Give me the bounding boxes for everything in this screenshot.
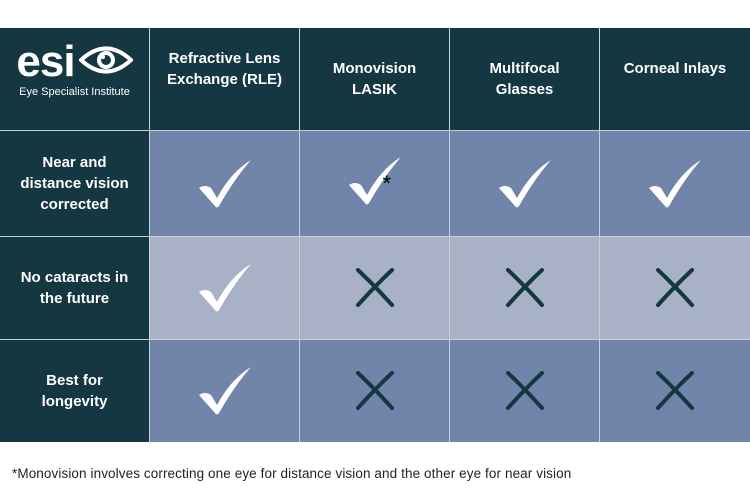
comparison-table: esi Eye Specialist Institute Refractive …	[0, 28, 750, 442]
cell-cross	[600, 237, 750, 340]
row-label-no-cataracts: No cataracts in the future	[0, 237, 150, 340]
cross-icon	[656, 268, 694, 307]
check-icon	[198, 159, 251, 207]
cell-cross	[450, 237, 600, 340]
cell-check	[150, 340, 300, 442]
cell-cross	[300, 340, 450, 442]
cell-check	[150, 131, 300, 237]
cell-check	[600, 131, 750, 237]
eye-icon	[77, 43, 134, 82]
asterisk-marker: *	[382, 171, 392, 196]
cell-check	[150, 237, 300, 340]
logo-cell: esi Eye Specialist Institute	[0, 28, 150, 131]
cell-cross	[450, 340, 600, 442]
row-label-longevity: Best for longevity	[0, 340, 150, 442]
cross-icon	[355, 268, 394, 307]
check-icon	[198, 367, 251, 415]
cell-check	[450, 131, 600, 237]
column-header-multifocal-glasses: Multifocal Glasses	[450, 28, 600, 131]
column-header-corneal-inlays: Corneal Inlays	[600, 28, 750, 131]
row-label-near-distance: Near and distance vision corrected	[0, 131, 150, 237]
cross-icon	[355, 371, 394, 410]
cell-cross	[600, 340, 750, 442]
logo-subtitle: Eye Specialist Institute	[19, 86, 130, 98]
cross-icon	[505, 371, 544, 410]
cross-icon	[505, 268, 544, 307]
check-icon	[498, 159, 551, 207]
cross-icon	[656, 371, 694, 410]
footnote: *Monovision involves correcting one eye …	[12, 466, 572, 481]
logo-wordmark: esi	[16, 37, 75, 86]
check-icon	[649, 159, 701, 207]
column-header-rle: Refractive Lens Exchange (RLE)	[150, 28, 300, 131]
check-icon	[348, 157, 401, 205]
column-header-monovision-lasik: Monovision LASIK	[300, 28, 450, 131]
check-icon	[198, 264, 251, 312]
cell-cross	[300, 237, 450, 340]
cell-check-asterisk: *	[300, 131, 450, 237]
